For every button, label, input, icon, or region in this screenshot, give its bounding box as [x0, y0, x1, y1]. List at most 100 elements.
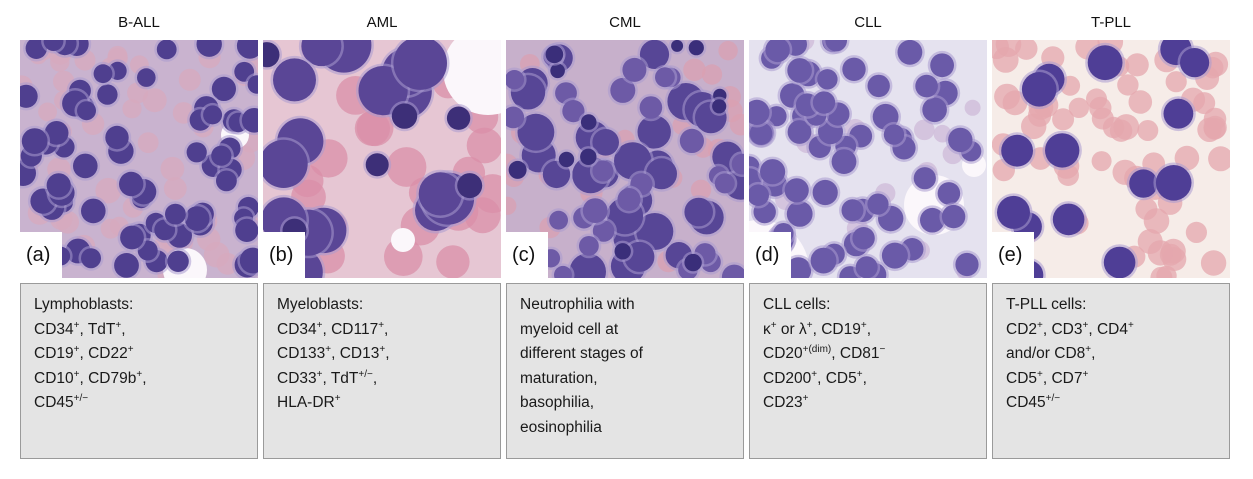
- marker-text: ,: [862, 369, 867, 387]
- marker-text: , CD7: [1042, 369, 1083, 387]
- marker-superscript: +: [136, 368, 143, 380]
- marker-text: ,: [121, 320, 126, 338]
- marker-text: CD45: [1006, 394, 1046, 411]
- description-line: Neutrophilia with: [520, 293, 731, 318]
- panel-letter-label: (c): [506, 232, 548, 278]
- marker-superscript: +: [127, 344, 134, 355]
- marker-text: T-PLL cells:: [1006, 296, 1087, 313]
- description-line: CLL cells:: [763, 293, 974, 318]
- marker-text: , CD81: [831, 345, 880, 362]
- marker-text: maturation,: [520, 369, 598, 387]
- marker-text: HLA-DR: [277, 394, 335, 411]
- micrograph-image: [20, 40, 258, 278]
- marker-text: ,: [1091, 345, 1096, 362]
- description-line: CD2+, CD3+, CD4+: [1006, 318, 1217, 343]
- marker-text: CD5: [1006, 369, 1038, 387]
- marker-text: CD10: [34, 369, 74, 387]
- panel-4: CLL(d)CLL cells:κ+ or λ+, CD19+,CD20+(di…: [749, 0, 987, 479]
- marker-superscript: +: [1082, 319, 1089, 331]
- marker-text: κ: [763, 320, 771, 338]
- marker-text: ,: [372, 369, 378, 387]
- marker-text: basophilia,: [520, 394, 595, 411]
- description-line: CD45+/−: [1006, 391, 1217, 416]
- description-line: CD33+, TdT+/−,: [277, 367, 488, 392]
- marker-text: Lymphoblasts:: [34, 296, 134, 313]
- marker-superscript: +: [316, 319, 323, 331]
- marker-text: myeloid cell at: [520, 320, 619, 338]
- description-line: κ+ or λ+, CD19+,: [763, 318, 974, 343]
- marker-text: , CD3: [1042, 320, 1083, 338]
- panel-2: AML(b)Myeloblasts:CD34+, CD117+,CD133+, …: [263, 0, 501, 479]
- marker-text: ,: [384, 320, 389, 338]
- marker-text: ,: [385, 345, 390, 362]
- marker-text: CD33: [277, 369, 317, 387]
- panel-letter-label: (d): [749, 232, 791, 278]
- description-line: T-PLL cells:: [1006, 293, 1217, 318]
- immunophenotype-box: Myeloblasts:CD34+, CD117+,CD133+, CD13+,…: [263, 283, 501, 459]
- panel-title: CML: [609, 14, 641, 31]
- marker-superscript: +: [379, 344, 386, 355]
- marker-superscript: −: [879, 344, 886, 355]
- marker-text: , TdT: [322, 369, 359, 387]
- marker-text: ,: [142, 369, 147, 387]
- marker-superscript: +: [860, 319, 867, 331]
- description-line: different stages of: [520, 342, 731, 367]
- panel-title: AML: [366, 14, 398, 31]
- description-line: and/or CD8+,: [1006, 342, 1217, 367]
- marker-text: CD200: [763, 369, 812, 387]
- marker-superscript: +: [115, 319, 122, 331]
- immunophenotype-box: T-PLL cells:CD2+, CD3+, CD4+and/or CD8+,…: [992, 283, 1230, 459]
- description-line: CD20+(dim), CD81−: [763, 342, 974, 367]
- marker-superscript: +: [1037, 319, 1043, 331]
- panel-1: B-ALL(a)Lymphoblasts:CD34+, TdT+,CD19+, …: [20, 0, 258, 479]
- panel-letter-label: (e): [992, 232, 1034, 278]
- marker-superscript: +: [1127, 319, 1134, 331]
- marker-superscript: +: [73, 319, 80, 331]
- description-line: CD5+, CD7+: [1006, 367, 1217, 392]
- description-line: HLA-DR+: [277, 391, 488, 416]
- marker-text: and/or CD8: [1006, 345, 1086, 362]
- marker-text: , TdT: [79, 320, 116, 338]
- marker-superscript: +: [325, 344, 332, 355]
- marker-text: CLL cells:: [763, 296, 831, 313]
- description-line: Lymphoblasts:: [34, 293, 245, 318]
- marker-text: or λ: [776, 320, 807, 338]
- marker-superscript: +: [1085, 344, 1092, 355]
- marker-text: , CD19: [812, 320, 861, 338]
- marker-superscript: +: [802, 393, 809, 404]
- marker-text: CD20: [763, 345, 803, 362]
- marker-text: different stages of: [520, 345, 643, 362]
- marker-superscript: +: [73, 368, 80, 380]
- panel-title: B-ALL: [118, 14, 160, 31]
- marker-text: , CD4: [1088, 320, 1128, 338]
- marker-text: , CD22: [79, 345, 128, 362]
- marker-superscript: +: [316, 368, 323, 380]
- marker-text: CD19: [34, 345, 74, 362]
- marker-superscript: +(dim): [802, 344, 832, 355]
- panel-letter-label: (b): [263, 232, 305, 278]
- marker-text: eosinophilia: [520, 418, 602, 436]
- description-line: CD10+, CD79b+,: [34, 367, 245, 392]
- marker-text: CD133: [277, 345, 326, 362]
- marker-superscript: +: [856, 368, 863, 380]
- immunophenotype-box: Lymphoblasts:CD34+, TdT+,CD19+, CD22+CD1…: [20, 283, 258, 459]
- marker-text: CD34: [277, 320, 317, 338]
- marker-superscript: +: [378, 319, 385, 331]
- marker-superscript: +: [73, 344, 80, 355]
- panel-title: T-PLL: [1090, 14, 1132, 31]
- description-line: maturation,: [520, 367, 731, 392]
- marker-superscript: +: [1082, 368, 1089, 380]
- marker-text: ,: [866, 320, 871, 338]
- marker-text: CD2: [1006, 320, 1038, 338]
- panel-3: CML (c) Neutrophilia with myeloid cell at di…: [506, 0, 744, 479]
- description-line: Myeloblasts:: [277, 293, 488, 318]
- marker-text: , CD79b: [79, 369, 137, 387]
- description-line: CD45+/−: [34, 391, 245, 416]
- marker-text: CD45: [34, 394, 74, 411]
- marker-text: , CD117: [322, 320, 379, 338]
- marker-superscript: +: [811, 368, 818, 380]
- description-line: basophilia,: [520, 391, 731, 416]
- marker-text: , CD13: [331, 345, 380, 362]
- description-line: CD133+, CD13+,: [277, 342, 488, 367]
- marker-text: CD34: [34, 320, 74, 338]
